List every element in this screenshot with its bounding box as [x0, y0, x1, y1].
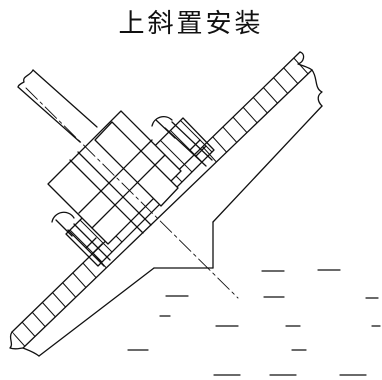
figure-title: 上斜置安装: [118, 9, 264, 39]
center-line: [25, 87, 239, 299]
liquid-dashes: [127, 269, 381, 376]
bolt-lower: [51, 211, 111, 267]
gauge-body: [47, 110, 182, 245]
bolt-upper: [151, 116, 213, 167]
gauge-stem: [17, 69, 98, 143]
